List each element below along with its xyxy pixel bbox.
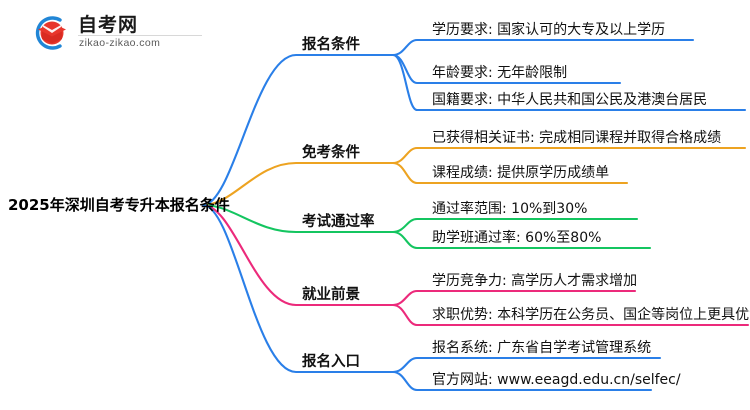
logo-mark-icon: [28, 12, 74, 54]
leaf-label-3-2[interactable]: 助学班通过率: 60%至80%: [432, 230, 602, 246]
leaf-label-2-2[interactable]: 课程成绩: 提供原学历成绩单: [432, 165, 610, 181]
leaf-label-5-2[interactable]: 官方网站: www.eeagd.edu.cn/selfec/: [432, 372, 681, 388]
leaf-label-5-1[interactable]: 报名系统: 广东省自学考试管理系统: [432, 340, 652, 356]
branch-label-1[interactable]: 报名条件: [302, 37, 360, 53]
leaf-label-3-1[interactable]: 通过率范围: 10%到30%: [432, 201, 588, 217]
branch-label-5[interactable]: 报名入口: [302, 354, 360, 370]
leaf-label-1-3[interactable]: 国籍要求: 中华人民共和国公民及港澳台居民: [432, 92, 708, 108]
branch-label-2[interactable]: 免考条件: [302, 145, 360, 161]
root-node[interactable]: 2025年深圳自考专升本报名条件: [8, 196, 230, 214]
branch-label-4[interactable]: 就业前景: [302, 287, 360, 303]
site-logo: 自考网 zikao-zikao.com: [28, 8, 208, 58]
leaf-label-1-1[interactable]: 学历要求: 国家认可的大专及以上学历: [432, 22, 666, 38]
logo-subtitle: zikao-zikao.com: [79, 37, 161, 49]
leaf-label-1-2[interactable]: 年龄要求: 无年龄限制: [432, 65, 568, 81]
logo-title: 自考网: [78, 14, 139, 36]
logo-text-block: 自考网 zikao-zikao.com: [78, 10, 208, 56]
logo-divider: [78, 35, 202, 36]
leaf-label-2-1[interactable]: 已获得相关证书: 完成相同课程并取得合格成绩: [432, 130, 722, 146]
leaf-label-4-1[interactable]: 学历竞争力: 高学历人才需求增加: [432, 273, 638, 289]
leaf-label-4-2[interactable]: 求职优势: 本科学历在公务员、国企等岗位上更具优势: [432, 307, 750, 323]
branch-label-3[interactable]: 考试通过率: [302, 214, 375, 230]
